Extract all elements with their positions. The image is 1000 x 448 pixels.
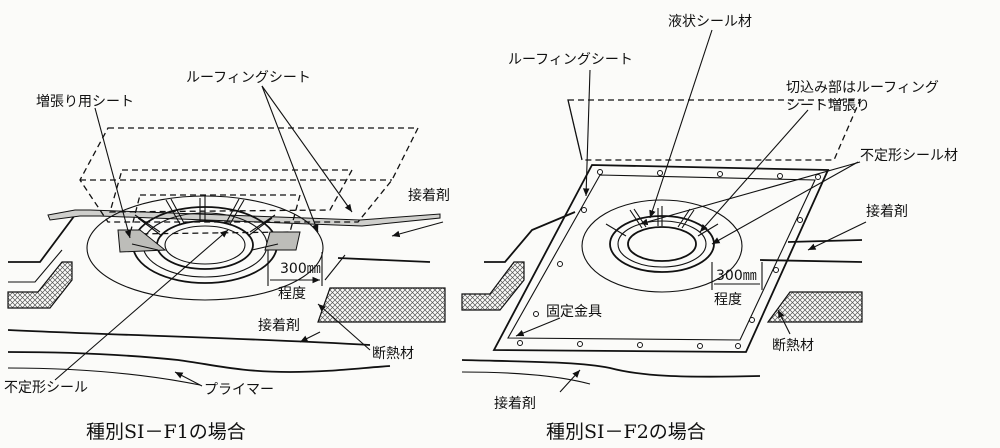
left-insulation-right: [317, 287, 446, 323]
caption-left: 種別SI－F1の場合: [86, 421, 246, 443]
right-dashed-outer: [567, 99, 861, 161]
left-substrate-1: [7, 329, 371, 346]
right-drawing: 液状シール材 ルーフィングシート 切込み部はルーフィング シート増張り 不定形シ…: [461, 14, 958, 443]
left-drawing: 増張り用シート ルーフィングシート 接着剤 300㎜ 程度 接着剤 断熱材 不定…: [4, 70, 450, 443]
label-extent-right: 程度: [714, 292, 742, 308]
left-dashed-outer: [79, 127, 420, 223]
label-roofing-sheet-left: ルーフィングシート: [186, 70, 311, 86]
label-insulation-right: 断熱材: [772, 338, 814, 354]
left-insulation-left: [7, 261, 73, 309]
label-liquid-seal: 液状シール材: [668, 14, 752, 30]
left-ring-core: [164, 225, 246, 265]
left-ring-inner: [156, 220, 254, 270]
right-flange-outer: [581, 199, 743, 293]
right-dim-line: [711, 262, 763, 290]
caption-right: 種別SI－F2の場合: [546, 421, 706, 443]
left-dashed-inner: [109, 169, 354, 213]
label-cut-note-2: シート増張り: [786, 98, 870, 114]
left-substrate-3: [7, 367, 201, 386]
left-shade-right: [264, 231, 301, 251]
left-deck-step: [8, 249, 63, 283]
left-deck-upper: [8, 214, 100, 263]
left-spokes: [131, 196, 279, 251]
label-cut-note-1: 切込み部はルーフィング: [786, 80, 939, 96]
right-leaders: [515, 29, 867, 393]
right-plate-inner: [507, 174, 816, 341]
label-insulation-left: 断熱材: [372, 346, 414, 362]
right-deck-right-2: [787, 239, 863, 243]
right-spokes: [605, 206, 719, 237]
left-dim-line: [267, 250, 322, 286]
right-insulation-right: [766, 291, 863, 323]
label-adhesive-lower-right: 接着剤: [494, 395, 536, 412]
right-substrate-1: [461, 359, 761, 378]
right-ring-inner: [627, 226, 697, 262]
label-adhesive-upper-left: 接着剤: [408, 187, 450, 204]
label-roofing-sheet-right: ルーフィングシート: [508, 52, 633, 68]
label-sealant-left: 不定形シール: [4, 380, 88, 396]
left-substrate-2: [7, 351, 391, 373]
left-deck-right: [337, 257, 431, 263]
right-deck-right: [759, 259, 863, 263]
left-deck-right-2: [324, 254, 346, 281]
label-dimension-left: 300㎜: [280, 261, 321, 277]
right-substrate-2: [461, 371, 591, 385]
right-plate: [492, 164, 830, 353]
right-insulation-left: [461, 261, 525, 311]
left-roofing-band: [47, 209, 441, 227]
label-fixing-bracket: 固定金具: [546, 304, 602, 320]
right-bolts: [517, 169, 821, 349]
label-adhesive-upper-right: 接着剤: [866, 203, 908, 220]
label-reinforcement-sheet: 増張り用シート: [36, 94, 134, 110]
right-deck-upper: [484, 211, 576, 263]
left-dashed-small: [129, 194, 301, 235]
label-primer: プライマー: [204, 382, 274, 398]
label-adhesive-lower-left: 接着剤: [258, 317, 300, 334]
label-sealant-right: 不定形シール材: [860, 148, 958, 164]
left-leaders: [54, 85, 444, 387]
label-dimension-right: 300㎜: [716, 268, 757, 284]
label-extent-left: 程度: [278, 286, 306, 302]
